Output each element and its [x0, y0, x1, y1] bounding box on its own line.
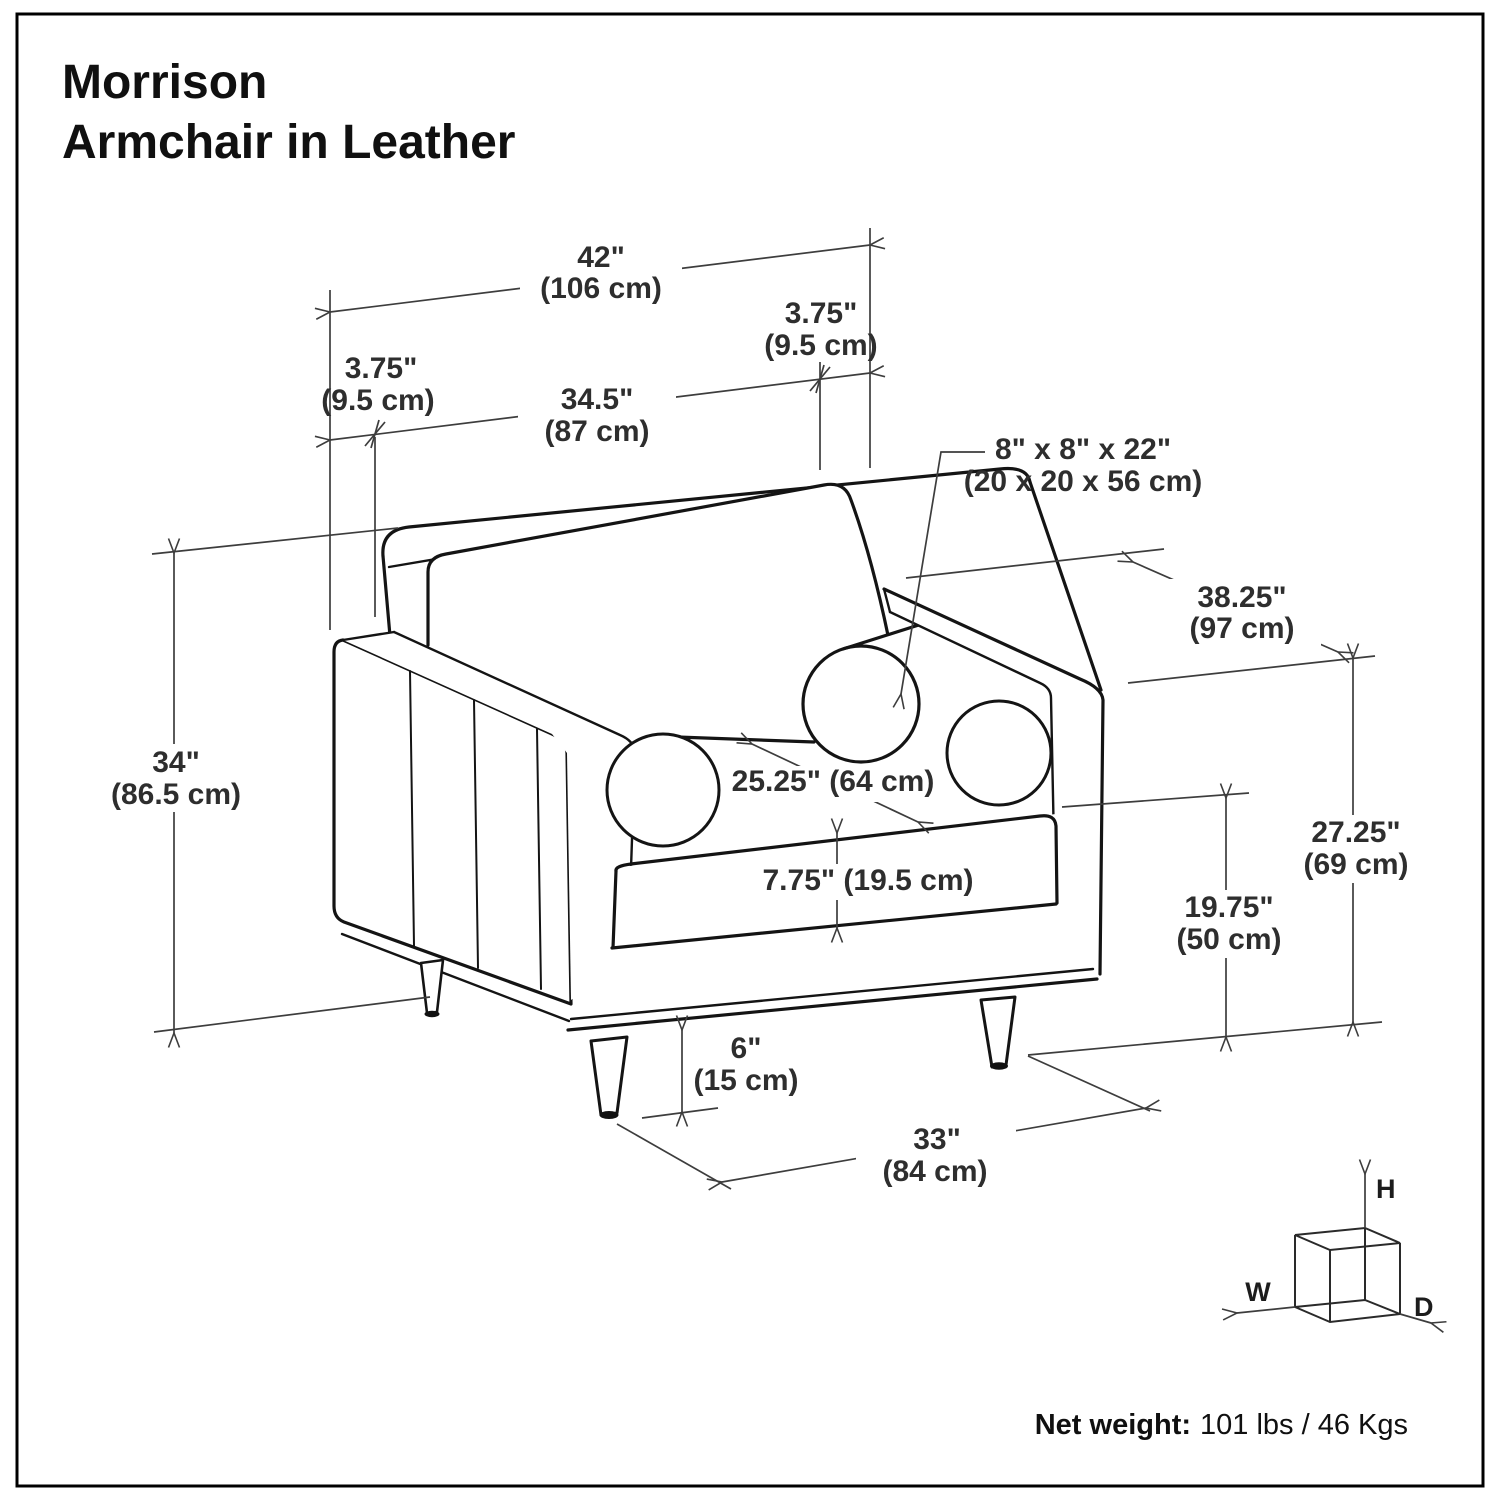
net-weight-label: Net weight: [1035, 1409, 1191, 1441]
chair-legs [419, 958, 1017, 1119]
armchair-line-drawing [332, 466, 1105, 1119]
base-width-in: 33" [913, 1123, 961, 1156]
net-weight-value: 101 lbs / 46 Kgs [1200, 1409, 1408, 1441]
seat-interior-width: 25.25" (64 cm) [732, 765, 935, 798]
bolster-size-in: 8" x 8" x 22" [995, 433, 1171, 466]
arm-height-cm: (69 cm) [1303, 848, 1408, 881]
right-arm-thickness-in: 3.75" [785, 297, 858, 330]
overall-depth-in: 38.25" [1197, 581, 1286, 614]
net-weight: Net weight: 101 lbs / 46 Kgs [1035, 1409, 1408, 1441]
leg-height-cm: (15 cm) [693, 1064, 798, 1097]
chair-right-arm [882, 587, 1105, 976]
dim-bolster-leader [892, 451, 985, 710]
product-variant: Armchair in Leather [62, 116, 515, 169]
page-title: Morrison Armchair in Leather [62, 56, 515, 169]
chair-back-cushion [426, 482, 894, 700]
overall-depth-cm: (97 cm) [1189, 612, 1294, 645]
orientation-cube-icon: H W D [1221, 1159, 1447, 1333]
page-border [15, 12, 1485, 1488]
seat-height-in: 19.75" [1184, 891, 1273, 924]
width-axis-arrow [1221, 1306, 1296, 1321]
overall-height-cm: (86.5 cm) [111, 778, 241, 811]
interior-width-in: 34.5" [561, 383, 634, 416]
seat-cushion-thickness: 7.75" (19.5 cm) [762, 864, 973, 897]
base-width-cm: (84 cm) [882, 1155, 987, 1188]
overall-height-in: 34" [152, 746, 200, 779]
depth-axis-arrow [1399, 1313, 1447, 1333]
product-name: Morrison [62, 56, 267, 109]
left-arm-thickness-cm: (9.5 cm) [321, 384, 434, 417]
axis-w-label: W [1245, 1277, 1271, 1307]
right-bolster-pillow [945, 699, 1053, 807]
bolster-size-cm: (20 x 20 x 56 cm) [964, 465, 1203, 498]
interior-width-cm: (87 cm) [544, 415, 649, 448]
left-arm-thickness-in: 3.75" [345, 352, 418, 385]
dim-leg-height [641, 1015, 719, 1127]
overall-width-cm: (106 cm) [540, 272, 662, 305]
axis-h-label: H [1376, 1174, 1396, 1204]
seat-height-cm: (50 cm) [1176, 923, 1281, 956]
right-arm-thickness-cm: (9.5 cm) [764, 329, 877, 362]
arm-height-in: 27.25" [1311, 816, 1400, 849]
leg-height-in: 6" [731, 1032, 762, 1065]
overall-width-in: 42" [577, 241, 625, 274]
label-masks [96, 238, 1436, 1190]
dimension-labels: 42" (106 cm) 3.75" (9.5 cm) 3.75" (9.5 c… [111, 241, 1409, 1188]
axis-d-label: D [1414, 1292, 1434, 1322]
